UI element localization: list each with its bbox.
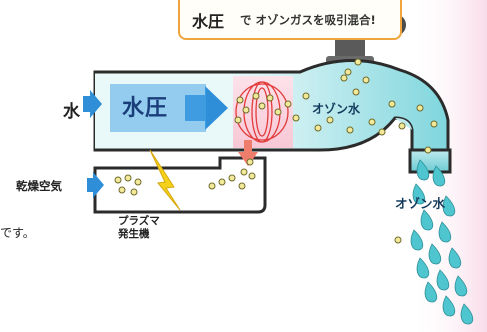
dry-air-arrow-icon: [87, 172, 104, 198]
suction-arrow-icon: [238, 140, 258, 166]
callout-emphasis: 水圧: [192, 12, 225, 31]
ozone-bubbles: [114, 58, 438, 244]
label-plasma-generator: プラズマ 発生機: [118, 215, 160, 240]
plasma-spark-icon: [149, 149, 181, 211]
clipped-text: です。: [0, 226, 35, 240]
water-arrow-icon: [83, 90, 102, 118]
spout-end: [408, 148, 452, 174]
label-water: 水: [63, 102, 80, 122]
label-ozone-water-drops: オゾン水: [395, 196, 446, 211]
ozone-water-drops: [410, 159, 474, 325]
callout-text: で オゾンガスを吸引混合!: [240, 13, 376, 27]
label-dry-air: 乾燥空気: [16, 179, 62, 193]
mixing-chamber: [233, 76, 293, 148]
pressure-arrow-body: [110, 84, 206, 132]
label-ozone-water-pipe: オゾン水: [312, 102, 361, 116]
callout-box: 水圧 で オゾンガスを吸引混合!: [178, 0, 402, 40]
label-water-pressure: 水圧: [122, 96, 169, 121]
